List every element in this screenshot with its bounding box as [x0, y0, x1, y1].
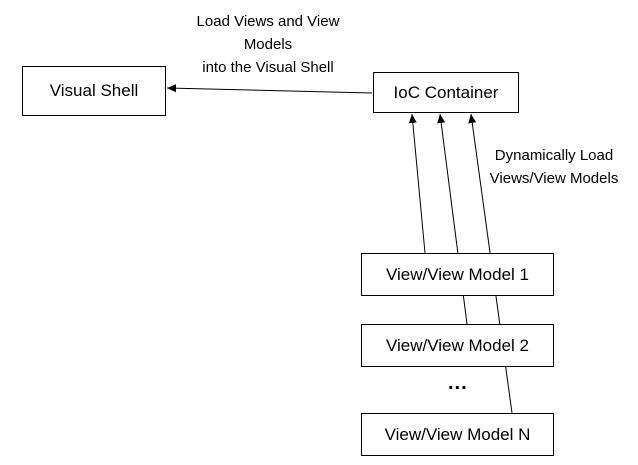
arrow-view-model-1-to-ioc [408, 113, 426, 254]
ioc-container-label: IoC Container [393, 82, 499, 102]
arrow-ioc-to-visual-shell [166, 84, 373, 94]
view-model-2-box: View/View Model 2 [361, 324, 554, 367]
dynamic-load-line-1: Dynamically Load [494, 147, 614, 164]
view-model-1-label: View/View Model 1 [385, 264, 529, 284]
ioc-container-box: IoC Container [373, 72, 519, 113]
dynamic-load-annotation: Dynamically Load Views/View Models [478, 144, 630, 190]
load-views-annotation: Load Views and View Models into the Visu… [178, 10, 358, 79]
view-model-n-label: View/View Model N [384, 424, 531, 444]
load-views-line-2: Models [243, 36, 293, 53]
load-views-line-3: into the Visual Shell [202, 59, 334, 76]
view-model-n-box: View/View Model N [361, 413, 554, 456]
load-views-line-1: Load Views and View [196, 13, 340, 30]
visual-shell-box: Visual Shell [22, 66, 166, 116]
view-model-1-box: View/View Model 1 [361, 253, 554, 296]
view-model-2-label: View/View Model 2 [385, 335, 529, 355]
visual-shell-label: Visual Shell [49, 81, 139, 100]
dynamic-load-line-2: Views/View Models [489, 170, 619, 187]
more-views-ellipsis: ... [448, 372, 468, 394]
